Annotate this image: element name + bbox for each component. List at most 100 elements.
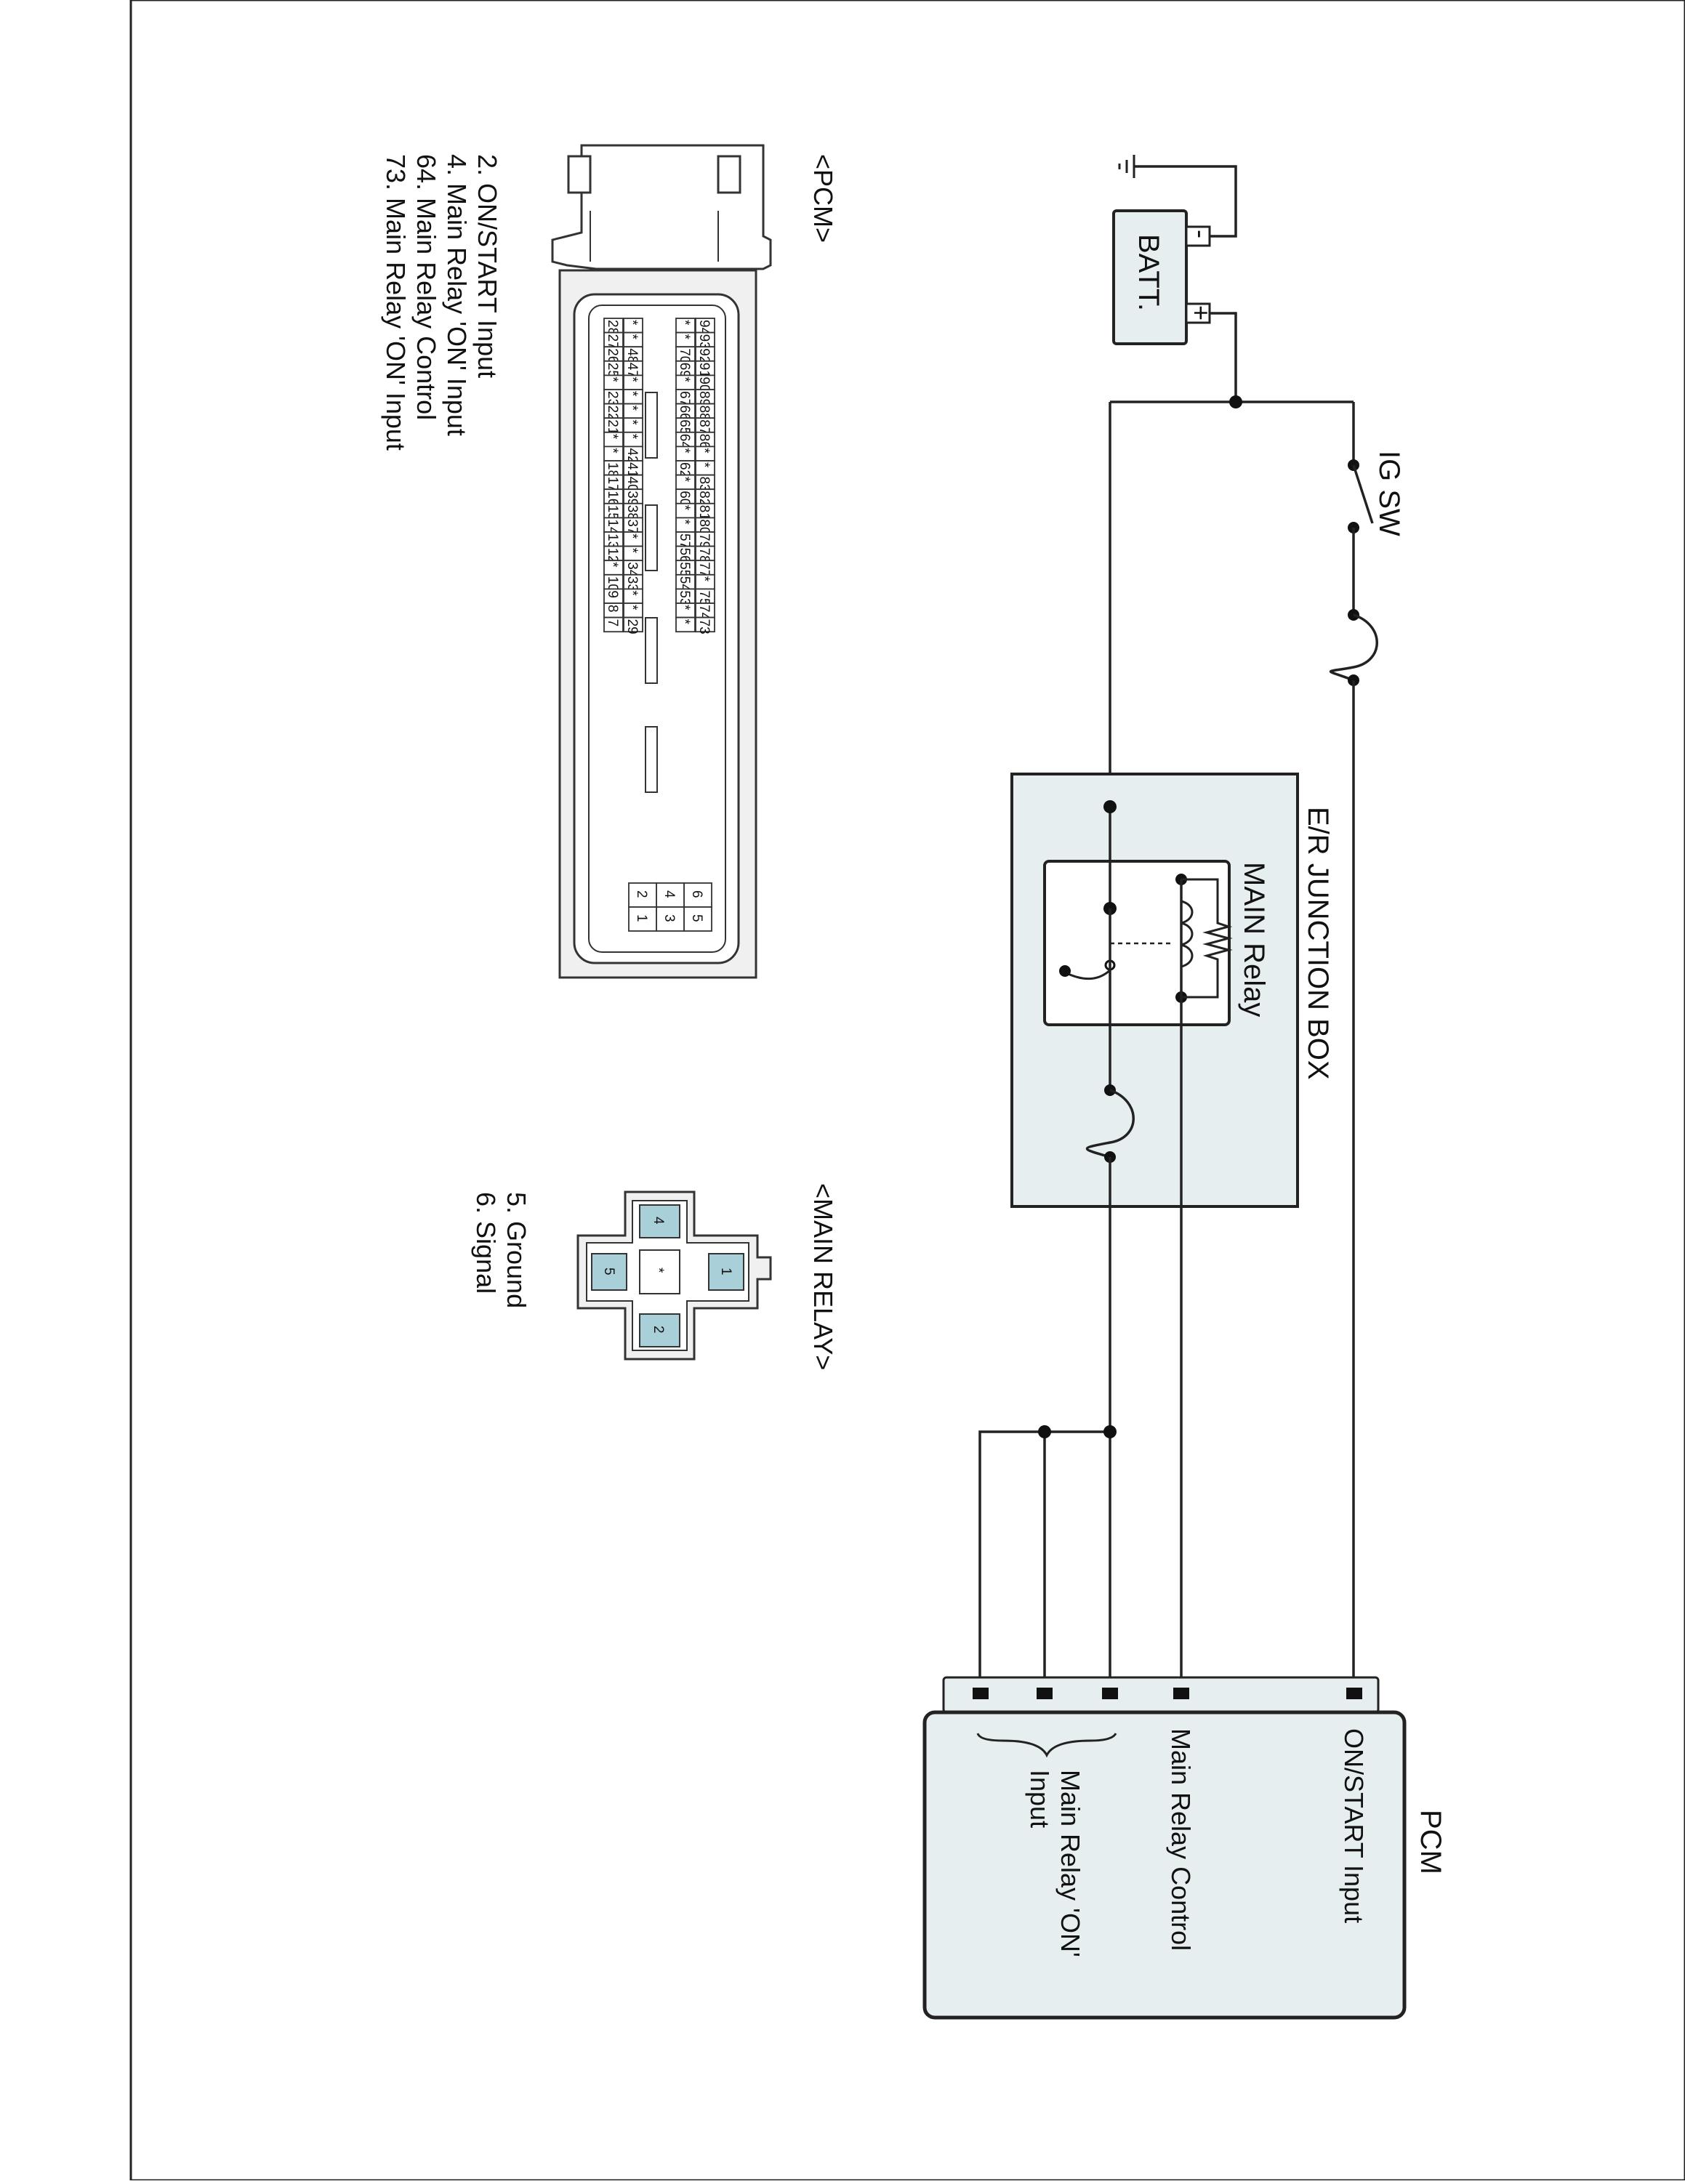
pcm-pin-label: * (605, 376, 620, 382)
pcm-pin-label: 53 (677, 590, 692, 605)
pcm-legend-item: 4. Main Relay 'ON' Input (442, 154, 472, 436)
pcm-pin-label: 80 (696, 519, 712, 534)
main-relay (1059, 800, 1233, 1090)
pcm-pin-label: * (677, 477, 692, 483)
pcm-pin-label: 78 (696, 548, 712, 563)
pcm-pin-label: * (677, 519, 692, 525)
pcm-pin-label: 21 (605, 419, 620, 435)
pcm-relay-on-label-1: Main Relay 'ON' (1055, 1770, 1085, 1957)
pcm-pin-label: * (624, 605, 640, 611)
pcm-pin-label: 82 (696, 491, 712, 506)
fuse-icon (1329, 609, 1378, 686)
pcm-pin-label: 86 (696, 434, 712, 449)
pcm-pin-label: * (605, 562, 620, 568)
pcm-pin-label: 40 (624, 477, 640, 492)
relay-pin-label: 5 (601, 1268, 616, 1276)
pcm-pin-label: * (677, 320, 692, 326)
junction-box: E/R JUNCTION BOX MAIN Relay (1010, 773, 1334, 1208)
pcm-pin-cell (695, 616, 715, 633)
relay-pin-label: 2 (651, 1326, 666, 1334)
pcm-small-pin-cell (683, 882, 712, 908)
pcm-pin-label: 89 (696, 391, 712, 406)
brace-icon (976, 1733, 1117, 1758)
pcm-pin-label: * (677, 505, 692, 511)
pcm-pin-label: 87 (696, 419, 712, 435)
pcm-relay-control-label: Main Relay Control (1166, 1728, 1196, 1951)
pcm-pin-label: 48 (624, 348, 640, 363)
pcm-pin-label: 38 (624, 505, 640, 520)
battery-minus-label: - (1186, 230, 1216, 238)
pcm-pin-label: 62 (677, 462, 692, 478)
pcm-pin-label: 70 (677, 348, 692, 363)
pcm-small-pin-cell (628, 882, 657, 908)
pcm-pin-label: 34 (624, 562, 640, 578)
pcm-pin-label: 23 (605, 391, 620, 406)
pcm-legend: 2. ON/START Input 4. Main Relay 'ON' Inp… (381, 154, 502, 451)
pcm-pin-label: * (624, 406, 640, 411)
pcm-pin-label: * (624, 533, 640, 539)
pcm-connector-side-view (551, 144, 772, 270)
pcm-legend-item: 73. Main Relay 'ON' Input (381, 154, 411, 451)
pcm-pin-label: 93 (696, 334, 712, 350)
pcm-pin-label: 57 (677, 533, 692, 549)
pcm-pin-label: * (677, 376, 692, 382)
pcm-pin-label: 28 (605, 320, 620, 335)
pcm-connector-title: <PCM> (808, 154, 838, 243)
relay-legend-item: 5. Ground (502, 1192, 531, 1308)
pcm-connector-face: 949392919089888786**83828180797877*75747… (558, 269, 757, 979)
pcm-pin-label: * (624, 376, 640, 382)
pcm-pin-label: * (696, 462, 712, 468)
pcm-connector-section: <PCM> 949392919089888786**83828180797877… (381, 144, 838, 979)
pcm-pin-label: 18 (605, 462, 620, 478)
pcm-pin-cell (623, 616, 643, 633)
pcm-pin-label: 10 (605, 576, 620, 592)
pcm-pin-label: 14 (605, 519, 620, 535)
pcm-pin-label: * (677, 448, 692, 454)
relay-connector-section: <MAIN RELAY> 4 2 1 5 * 5. Ground 6. Sign… (471, 1183, 838, 1370)
pcm-pin-label: 94 (696, 320, 712, 336)
ignition-switch-icon (1348, 459, 1374, 533)
pcm-pin-label: 83 (696, 477, 712, 492)
pcm-pin-label: * (677, 619, 692, 625)
pcm-relay-on-label-2: Input (1025, 1770, 1055, 1828)
pcm-pin-label: 22 (605, 406, 620, 421)
pcm-pin-cell (675, 616, 696, 633)
pcm-pin-label: * (696, 448, 712, 454)
pcm-pin-label: 27 (605, 334, 620, 350)
pcm-pin-label: 75 (696, 590, 712, 605)
pcm-pin-label: 15 (605, 505, 620, 520)
wiring-schematic: - + BATT. IG SW E/R JUNCTION BOX (922, 155, 1447, 2020)
pcm-pin-label: 56 (677, 548, 692, 563)
pcm-pin-label: * (605, 448, 620, 454)
pcm-pin-label: 37 (624, 519, 640, 534)
pcm-pin-label: * (696, 576, 712, 582)
splice-dot (1103, 1425, 1117, 1438)
pcm-pin-label: 81 (696, 505, 712, 520)
pcm-pin-label: * (624, 391, 640, 397)
relay-on-branch-wire (978, 1430, 1110, 1688)
pcm-pin-label: 8 (605, 605, 620, 613)
pcm-title: PCM (1415, 1810, 1447, 1874)
pcm-pin-label: 79 (696, 533, 712, 549)
pcm-pin-label: * (624, 548, 640, 554)
relay-legend-item: 6. Signal (471, 1192, 501, 1294)
pcm-small-pin-label: 1 (634, 914, 649, 922)
pcm-pin-label: 91 (696, 363, 712, 378)
battery-positive-wire (1210, 312, 1237, 402)
pcm-pin-label: 90 (696, 376, 712, 392)
pcm-pin-grid: 949392919089888786**83828180797877*75747… (603, 318, 715, 634)
pcm-pin-label: 41 (624, 462, 640, 478)
pcm-pin-label: 67 (677, 391, 692, 406)
pcm-small-pin-label: 5 (689, 914, 704, 922)
relay-pin-label: 4 (651, 1217, 666, 1225)
pcm-pin-label: * (677, 605, 692, 611)
pcm-pin-label: 54 (677, 576, 692, 592)
page-frame (129, 0, 1685, 2182)
pcm-pin-label: * (677, 334, 692, 340)
pcm-pin-label: 42 (624, 448, 640, 463)
pcm-pin-label: 92 (696, 348, 712, 363)
main-relay-label: MAIN Relay (1238, 862, 1270, 1017)
pcm-small-pin-label: 3 (661, 914, 677, 922)
